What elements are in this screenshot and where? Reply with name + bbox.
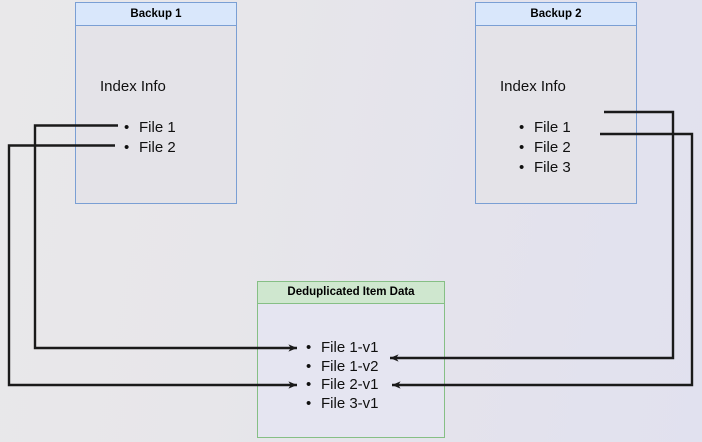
backup-1-file-item[interactable]: File 2 [124, 138, 176, 158]
deduplicated-item-data-node[interactable]: Deduplicated Item Data File 1-v1 File 1-… [257, 281, 445, 438]
backup-1-index-info-label: Index Info [100, 78, 166, 95]
backup-2-title: Backup 2 [476, 3, 636, 26]
backup-2-file-list: File 1 File 2 File 3 [519, 118, 571, 178]
deduplicated-item-data-body: File 1-v1 File 1-v2 File 2-v1 File 3-v1 [258, 304, 444, 437]
backup-2-node[interactable]: Backup 2 Index Info File 1 File 2 File 3 [475, 2, 637, 204]
deduplicated-file-item[interactable]: File 1-v2 [306, 358, 379, 377]
backup-2-body: Index Info File 1 File 2 File 3 [476, 26, 636, 203]
deduplicated-file-item[interactable]: File 2-v1 [306, 376, 379, 395]
backup-1-file-item[interactable]: File 1 [124, 118, 176, 138]
backup-1-title: Backup 1 [76, 3, 236, 26]
backup-1-body: Index Info File 1 File 2 [76, 26, 236, 203]
backup-2-file-item[interactable]: File 1 [519, 118, 571, 138]
deduplicated-file-list: File 1-v1 File 1-v2 File 2-v1 File 3-v1 [306, 339, 379, 413]
backup-1-node[interactable]: Backup 1 Index Info File 1 File 2 [75, 2, 237, 204]
backup-2-file-item[interactable]: File 2 [519, 138, 571, 158]
backup-2-file-item[interactable]: File 3 [519, 158, 571, 178]
backup-1-file-list: File 1 File 2 [124, 118, 176, 158]
deduplicated-item-data-title: Deduplicated Item Data [258, 282, 444, 304]
backup-2-index-info-label: Index Info [500, 78, 566, 95]
deduplicated-file-item[interactable]: File 3-v1 [306, 395, 379, 414]
deduplicated-file-item[interactable]: File 1-v1 [306, 339, 379, 358]
